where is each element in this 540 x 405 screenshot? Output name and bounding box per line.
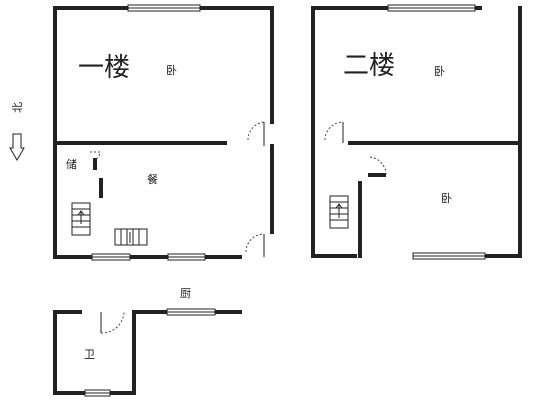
floor1-title: 一楼	[78, 53, 130, 83]
floor2-door-top	[324, 121, 344, 141]
floor1-door-entry	[245, 233, 265, 253]
floor1-door-bedroom	[247, 121, 265, 141]
floor1-door-storage	[90, 151, 101, 161]
floor2-title: 二楼	[343, 51, 395, 81]
floor1-stairs-middle	[114, 228, 148, 246]
floor2-walls	[311, 6, 522, 258]
floor1-stairs-left	[71, 202, 91, 236]
floor2-bedroom-bottom-label: 卧	[441, 192, 452, 205]
floor1-storage-label: 储	[66, 157, 77, 171]
annex-kitchen-label: 厨	[180, 287, 191, 300]
north-label: 北	[11, 102, 24, 113]
annex-bathroom-label: 卫	[84, 348, 95, 361]
north-arrow	[9, 133, 25, 161]
floor2-stairs	[329, 195, 349, 229]
floor1-dining-label: 餐	[147, 172, 158, 186]
annex-door-bath	[100, 311, 125, 334]
floor1-bedroom-label: 卧	[166, 64, 177, 77]
annex-walls	[53, 310, 242, 395]
floor2-door-bottom	[369, 156, 387, 176]
floor1-walls	[53, 6, 274, 259]
floor2-bedroom-top-label: 卧	[434, 65, 445, 78]
